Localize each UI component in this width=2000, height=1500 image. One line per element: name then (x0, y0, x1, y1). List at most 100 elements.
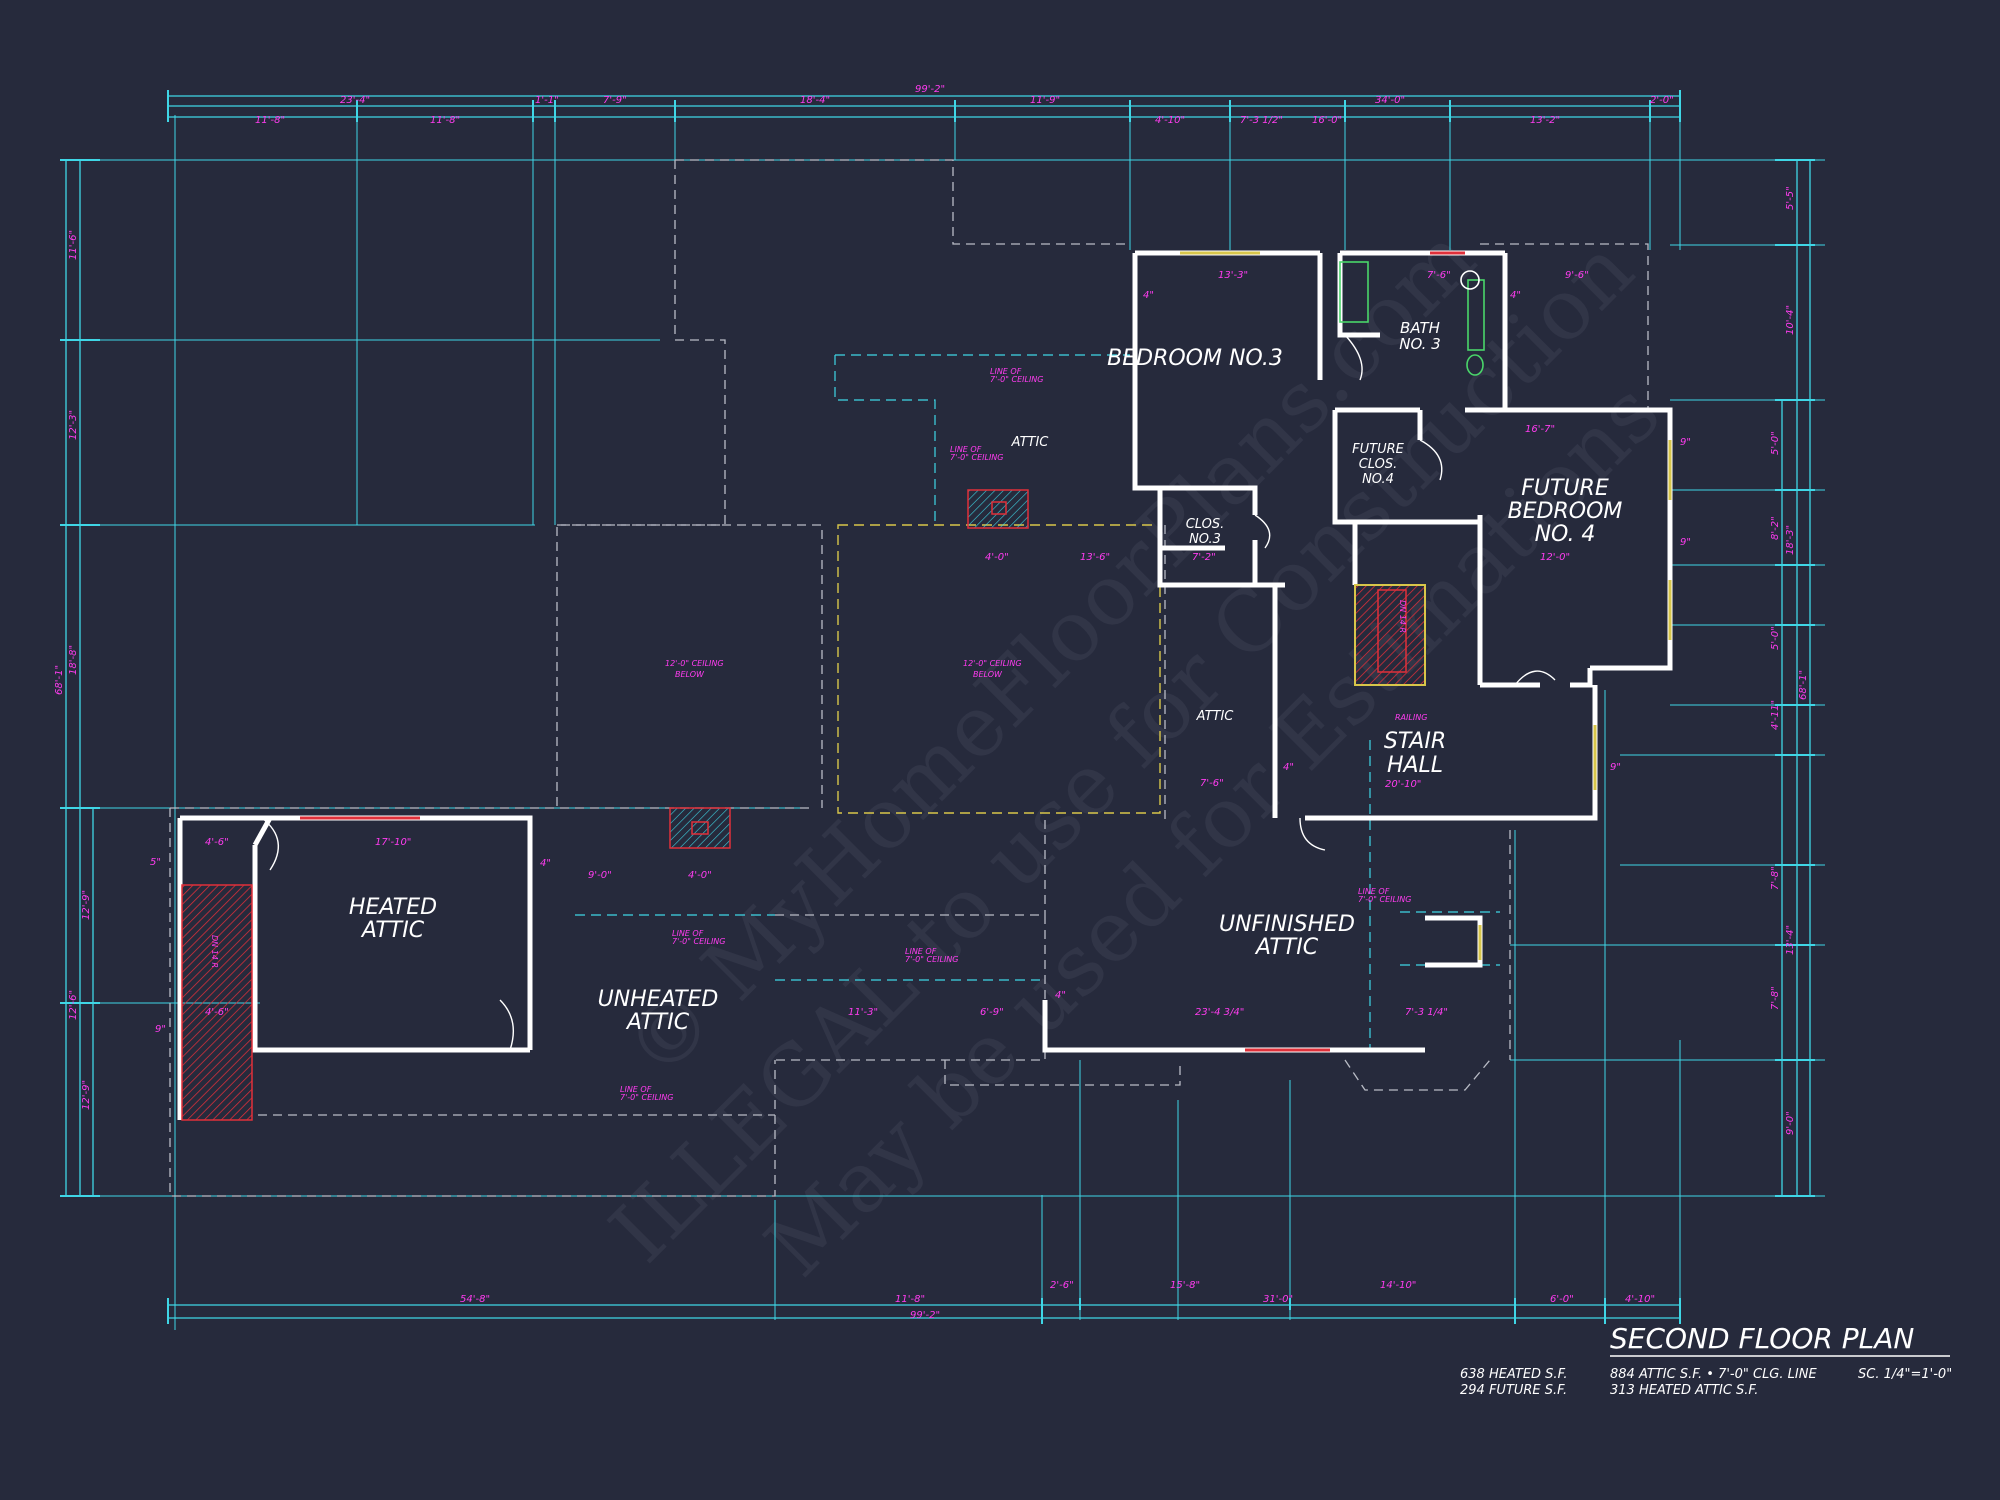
dim-mid-1: 4'-0" (985, 552, 1009, 563)
stairs (181, 584, 1426, 1121)
dim-top-seg2: 1'-1" (535, 95, 559, 106)
label-clos-3-line1: CLOS. (1186, 517, 1225, 532)
dim-heated-seg-2: 4'-0" (688, 870, 712, 881)
watermark: © MyHomeFloorPlans.com ILLEGAL to use fo… (591, 209, 1678, 1295)
dim-right-seg9: 13'-4" (1785, 925, 1796, 955)
heated-sf: 638 HEATED S.F. (1460, 1367, 1568, 1382)
label-heated-attic-line2: ATTIC (360, 918, 425, 943)
label-stair-down-left: DN 14 R (210, 935, 219, 968)
dim-right-seg5: 5'-0" (1770, 626, 1781, 650)
dim-unfinished-attic-width: 23'-4 3/4" (1195, 1007, 1244, 1018)
dim-unheated-attic-width-2: 6'-9" (980, 1007, 1004, 1018)
windows (300, 251, 1672, 1052)
dimension-lines (65, 95, 1811, 1319)
note-line-of-ceiling-3a: LINE OF (672, 929, 704, 938)
note-ceiling-below-2-line2: BELOW (973, 670, 1003, 679)
bath-fixtures (1339, 261, 1485, 376)
label-future-bedroom-4-line2: BEDROOM (1508, 499, 1623, 524)
dim-right-seg6: 4'-11" (1770, 700, 1781, 730)
dim-left-seg4: 12'-9" (81, 890, 92, 920)
dim-wall-4-b: 4" (1510, 290, 1521, 301)
dim-heated-left-2: 4'-6" (205, 1007, 229, 1018)
dim-top-sub3: 4'-10" (1155, 115, 1185, 126)
dim-right-seg7: 8'-2" (1770, 516, 1781, 540)
label-stair-hall-line1: STAIR (1384, 729, 1446, 754)
dim-top-seg4: 18'-4" (800, 95, 830, 106)
dim-left-seg1: 11'-6" (68, 230, 79, 260)
label-future-clos-4-line1: FUTURE (1352, 442, 1404, 457)
dim-top-sub2: 11'-8" (430, 115, 460, 126)
attic-sf: 884 ATTIC S.F. • 7'-0" CLG. LINE (1610, 1367, 1817, 1382)
room-labels: BEDROOM NO.3 BATH NO. 3 FUTURE CLOS. NO.… (210, 319, 1622, 1035)
dim-top-sub1: 11'-8" (255, 115, 285, 126)
note-ceiling-below-1-line1: 12'-0" CEILING (665, 659, 724, 668)
dimension-texts: 99'-2" 23'-4" 1'-1" 7'-9" 18'-4" 11'-9" … (54, 84, 1809, 1321)
note-railing: RAILING (1395, 713, 1427, 722)
dim-closet-width: 7'-2" (1192, 552, 1216, 563)
dim-wall-4-c: 4" (540, 858, 551, 869)
dim-bath-width: 7'-6" (1427, 270, 1451, 281)
label-heated-attic-line1: HEATED (349, 895, 437, 920)
dim-left-overall: 68'-1" (54, 665, 65, 695)
note-line-of-ceiling-5b: 7'-0" CEILING (620, 1093, 674, 1102)
label-stair-down-right: DN 14 R (1398, 600, 1407, 633)
note-line-of-ceiling-6b: 7'-0" CEILING (1358, 895, 1412, 904)
dim-top-seg3: 7'-9" (603, 95, 627, 106)
note-line-of-ceiling-1b: 7'-0" CEILING (990, 375, 1044, 384)
dim-top-seg6: 34'-0" (1375, 95, 1405, 106)
dim-right-seg11: 9'-0" (1785, 1111, 1796, 1135)
label-future-bedroom-4-line3: NO. 4 (1535, 522, 1596, 547)
roof-outline-dashed (169, 159, 1649, 1197)
dim-heated-seg-1: 9'-0" (588, 870, 612, 881)
title-block: SECOND FLOOR PLAN 638 HEATED S.F. 294 FU… (1460, 1322, 1952, 1398)
note-line-of-ceiling-1a: LINE OF (990, 367, 1022, 376)
dim-attic-width: 7'-6" (1200, 778, 1224, 789)
future-sf: 294 FUTURE S.F. (1460, 1383, 1567, 1398)
dim-right-seg10: 7'-8" (1770, 986, 1781, 1010)
dim-stair-hall-width: 20'-10" (1385, 779, 1421, 790)
note-line-of-ceiling-6a: LINE OF (1358, 887, 1390, 896)
dim-bottom-seg3: 31'-0" (1263, 1294, 1293, 1305)
label-future-clos-4-line3: NO.4 (1362, 472, 1394, 487)
dim-wall-5: 5" (150, 857, 161, 868)
dim-unheated-attic-width: 11'-3" (848, 1007, 878, 1018)
dim-right-seg8: 7'-8" (1770, 866, 1781, 890)
dim-bedroom3-width: 13'-3" (1218, 270, 1248, 281)
dim-bottom-seg5: 4'-10" (1625, 1294, 1655, 1305)
dim-top-seg7: 2'-0" (1650, 95, 1674, 106)
dim-right-overall: 68'-1" (1798, 670, 1809, 700)
dim-wall-9-a: 9" (1680, 437, 1691, 448)
dim-left-seg5: 12'-6" (68, 990, 79, 1020)
dim-left-seg6: 12'-9" (81, 1080, 92, 1110)
door-swings (261, 334, 1556, 1051)
dim-bedroom4-width-2: 12'-0" (1540, 552, 1570, 563)
label-stair-hall-line2: HALL (1387, 753, 1443, 778)
dim-wall-4-a: 4" (1143, 290, 1154, 301)
label-unfinished-attic-line1: UNFINISHED (1219, 912, 1355, 937)
dim-wall-9-c: 9" (1610, 762, 1621, 773)
dim-bedroom4-width: 16'-7" (1525, 424, 1555, 435)
label-future-clos-4-line2: CLOS. (1359, 457, 1398, 472)
dim-top-sub4: 7'-3 1/2" (1240, 115, 1283, 126)
note-ceiling-below-1-line2: BELOW (675, 670, 705, 679)
dim-right-seg2: 10'-4" (1785, 305, 1796, 335)
drawing-title: SECOND FLOOR PLAN (1610, 1322, 1914, 1355)
dim-right-seg3: 5'-0" (1770, 431, 1781, 455)
label-bedroom-3: BEDROOM NO.3 (1107, 346, 1283, 371)
label-bath-3-line2: NO. 3 (1399, 335, 1441, 353)
note-line-of-ceiling-4a: LINE OF (905, 947, 937, 956)
dim-bottom-sub3: 14'-10" (1380, 1280, 1416, 1291)
dim-left-seg3: 18'-8" (68, 645, 79, 675)
heated-attic-sf: 313 HEATED ATTIC S.F. (1610, 1383, 1758, 1398)
dim-wall-4-e: 4" (1283, 762, 1294, 773)
label-unheated-attic-line2: ATTIC (625, 1010, 690, 1035)
ceiling-lines (575, 354, 1500, 1050)
dim-wall-9-b: 9" (1680, 537, 1691, 548)
dim-bottom-seg2: 11'-8" (895, 1294, 925, 1305)
dim-mid-2: 13'-6" (1080, 552, 1110, 563)
label-unfinished-attic-line2: ATTIC (1254, 935, 1319, 960)
note-line-of-ceiling-5a: LINE OF (620, 1085, 652, 1094)
chimney-boxes (669, 489, 1029, 849)
note-line-of-ceiling-3b: 7'-0" CEILING (672, 937, 726, 946)
